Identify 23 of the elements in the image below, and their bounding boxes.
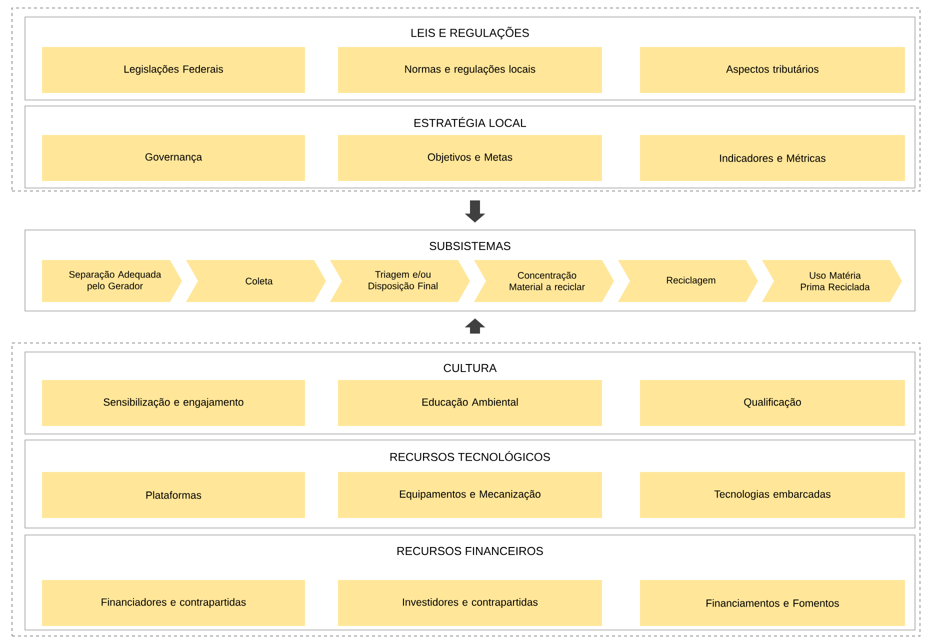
item-box: Plataformas: [42, 472, 305, 518]
process-step-box: Reciclagem: [618, 260, 758, 302]
process-step-box: Coleta: [186, 260, 326, 302]
process-step-box: Concentração Material a reciclar: [474, 260, 614, 302]
item-box: Financiadores e contrapartidas: [42, 580, 305, 626]
item-box: Tecnologias embarcadas: [640, 472, 905, 518]
item-box: Indicadores e Métricas: [640, 135, 905, 181]
process-step-box: Separação Adequada pelo Gerador: [42, 260, 182, 302]
item-box: Investidores e contrapartidas: [338, 580, 602, 626]
dashed-group-frame: [12, 8, 920, 192]
dashed-group-frame: [12, 342, 920, 636]
item-box: Sensibilização e engajamento: [42, 380, 305, 426]
item-box: Financiamentos e Fomentos: [640, 580, 905, 626]
process-step-box: Uso Matéria Prima Reciclada: [762, 260, 902, 302]
item-box: Legislações Federais: [42, 47, 305, 93]
item-box: Aspectos tributários: [640, 47, 905, 93]
item-box: Equipamentos e Mecanização: [338, 472, 602, 518]
item-box: Normas e regulações locais: [338, 47, 602, 93]
item-box: Objetivos e Metas: [338, 135, 602, 181]
process-step-box: Triagem e/ou Disposição Final: [330, 260, 470, 302]
item-box: Qualificação: [640, 380, 905, 426]
item-box: Governança: [42, 135, 305, 181]
item-box: Educação Ambiental: [338, 380, 602, 426]
